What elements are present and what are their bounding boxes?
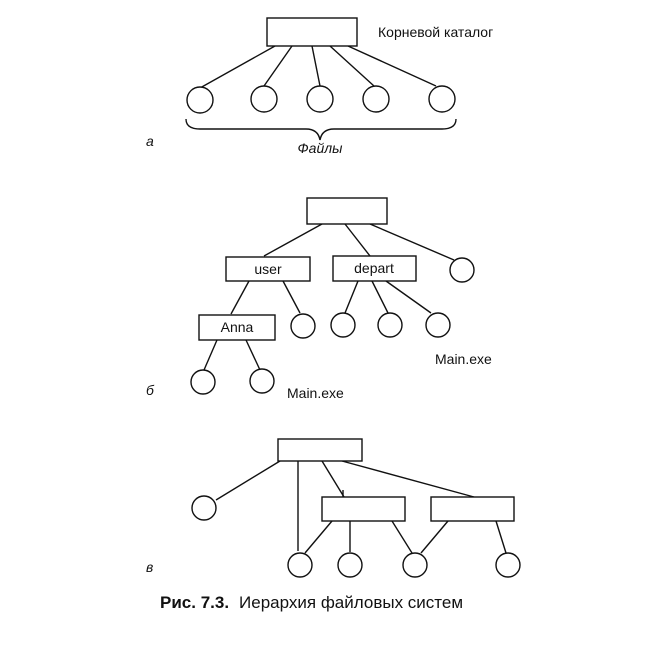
panel-a-letter: а: [146, 133, 154, 149]
file-node: [377, 312, 403, 338]
file-node: [190, 369, 216, 395]
panel-b-letter: б: [146, 382, 155, 398]
file-node: [330, 312, 356, 338]
file-node: [449, 257, 475, 283]
panel-a: Корневой каталог Файлы а: [146, 17, 493, 156]
root-directory-box: [277, 438, 363, 462]
root-directory-box: [306, 197, 388, 225]
file-node: [428, 85, 456, 113]
directory-depart-box: [332, 255, 417, 282]
file-node: [402, 552, 428, 578]
directory-user-box: [225, 256, 311, 282]
file-main-exe-label: Main.exe: [287, 385, 344, 401]
caption-prefix: Рис. 7.3.: [160, 593, 229, 612]
panel-b: user depart Anna Main.exe Main.exe б: [146, 197, 492, 401]
files-brace: [185, 118, 457, 141]
caption-text: Иерархия файловых систем: [239, 593, 463, 612]
file-node: [337, 552, 363, 578]
file-node: [186, 86, 214, 114]
file-node: [191, 495, 217, 521]
directory-anna-box: [198, 314, 276, 341]
file-node: [362, 85, 390, 113]
figure-caption: Рис. 7.3. Иерархия файловых систем: [160, 593, 463, 612]
directory-anna-label: Anna: [221, 319, 254, 335]
file-node: [290, 313, 316, 339]
file-node: [425, 312, 451, 338]
file-main-exe-label: Main.exe: [435, 351, 492, 367]
root-directory-label: Корневой каталог: [378, 24, 493, 40]
file-node: [306, 85, 334, 113]
directory-box: [321, 496, 406, 522]
file-node: [250, 85, 278, 113]
panel-c-letter: в: [146, 559, 153, 575]
file-node: [495, 552, 521, 578]
files-label: Файлы: [298, 140, 344, 156]
file-node: [249, 368, 275, 394]
file-node: [287, 552, 313, 578]
directory-depart-label: depart: [354, 260, 394, 276]
root-directory-box: [266, 17, 358, 47]
directory-box: [430, 496, 515, 522]
directory-user-label: user: [254, 261, 282, 277]
panel-c: в: [146, 438, 521, 578]
